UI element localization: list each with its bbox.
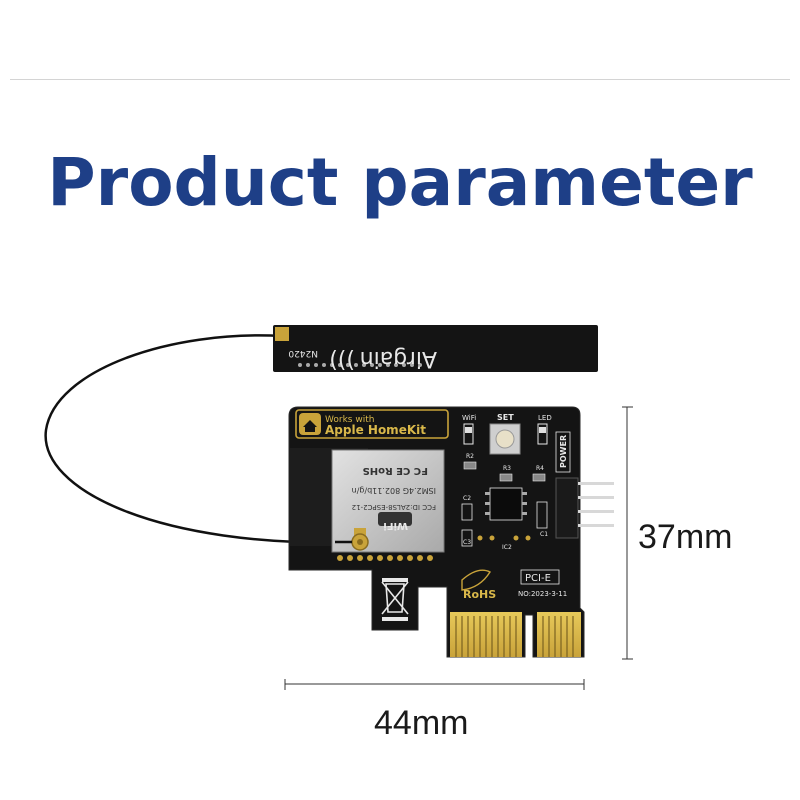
svg-text:R3: R3 <box>503 465 511 472</box>
width-dimension-line <box>284 679 585 690</box>
label-power: POWER <box>559 435 568 468</box>
resistor-r2 <box>463 461 477 470</box>
homekit-badge: Works with Apple HomeKit <box>295 409 449 439</box>
wifi-board: Works with Apple HomeKit WiFi SET LED PO… <box>288 406 614 658</box>
antenna-connector <box>335 533 369 551</box>
ic-chip <box>489 487 523 521</box>
label-led: LED <box>538 414 552 422</box>
module-spec-line1: ISM2.4G 802.11b/g/n <box>352 486 436 495</box>
module-certification: FC CE RoHS <box>363 465 428 476</box>
badge-works-with: Works with <box>325 415 374 425</box>
page-title: Product parameter <box>47 144 753 221</box>
rohs-leaf-icon: RoHS <box>461 569 496 601</box>
svg-text:R2: R2 <box>466 453 474 460</box>
antenna: N2420 ))) Airgain <box>273 325 598 372</box>
width-dimension-label: 44mm <box>374 704 469 742</box>
resistor-r3 <box>499 473 513 482</box>
pcie-label: PCI-E <box>525 573 551 584</box>
antenna-model: N2420 <box>288 348 318 358</box>
height-dimension-line <box>622 406 633 660</box>
label-set: SET <box>497 413 514 422</box>
status-led <box>537 423 548 445</box>
module-castellation <box>337 555 433 561</box>
power-pin-header <box>555 477 614 539</box>
svg-text:IC2: IC2 <box>502 544 512 551</box>
svg-text:C2: C2 <box>463 495 471 502</box>
antenna-waves: ))) <box>329 347 355 372</box>
svg-text:C1: C1 <box>540 531 548 538</box>
rohs-label: RoHS <box>463 588 496 601</box>
set-button <box>489 423 521 455</box>
svg-text:C3: C3 <box>463 539 471 546</box>
wifi-module: FC CE RoHS ISM2.4G 802.11b/g/n FCC ID:2A… <box>331 449 445 561</box>
capacitor-c3 <box>461 529 473 547</box>
badge-apple-homekit: Apple HomeKit <box>325 423 426 437</box>
label-wifi: WiFi <box>462 414 476 422</box>
antenna-cable <box>44 334 356 544</box>
date-code: NO:2023-3-11 <box>518 590 567 598</box>
svg-text:R4: R4 <box>536 465 544 472</box>
height-dimension-label: 37mm <box>638 518 733 556</box>
top-divider <box>10 79 790 80</box>
module-spec-line2: FCC ID:2ALS8-ESPC2-12 <box>352 503 436 511</box>
weee-bin-icon <box>381 578 409 621</box>
module-wifi-logo: WiFi <box>383 520 408 531</box>
capacitor-c1 <box>536 501 548 529</box>
gold-fingers <box>450 612 581 657</box>
resistor-r4 <box>532 473 546 482</box>
capacitor-c2 <box>461 503 473 521</box>
antenna-brand: Airgain <box>360 346 437 371</box>
antenna-dots <box>298 363 422 367</box>
wifi-led <box>463 423 474 445</box>
